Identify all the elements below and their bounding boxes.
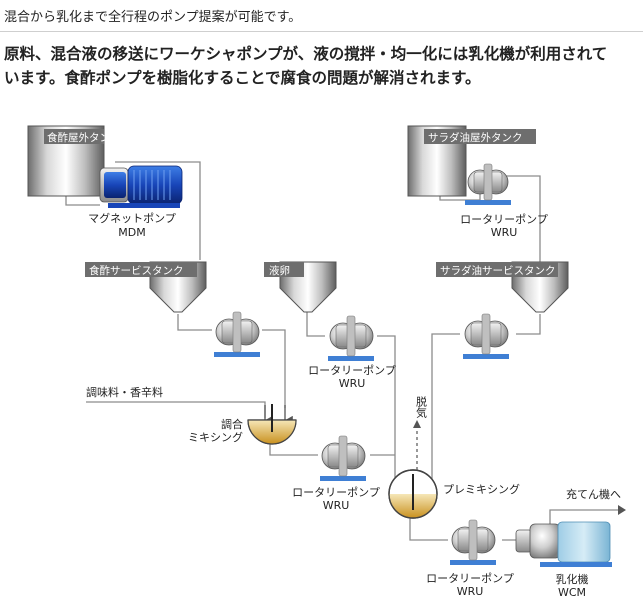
rotary-pump-egg: ロータリーポンプ WRU — [308, 315, 396, 390]
pipe — [516, 314, 541, 335]
label-mixing-1: 調合 — [221, 417, 243, 431]
pipe — [306, 312, 325, 337]
pipe — [115, 161, 201, 260]
rotary-pump-top-right: ロータリーポンプ WRU — [460, 163, 548, 239]
label-salad-oil-service: サラダ油サービスタンク — [440, 264, 556, 277]
label-emulsifier-model: WCM — [558, 586, 586, 599]
label-emulsifier: 乳化機 — [556, 572, 589, 586]
label-rotary-lower: ロータリーポンプ — [292, 486, 380, 499]
pipe — [497, 175, 541, 262]
label-salad-oil-outdoor: サラダ油屋外タンク — [428, 131, 523, 144]
tank-vinegar-outdoor: 食酢屋外タンク — [27, 125, 121, 197]
tank-vinegar-service: 食酢サービスタンク — [85, 261, 207, 313]
pipe — [262, 329, 286, 408]
pipe — [377, 335, 396, 480]
page-heading: 原料、混合液の移送にワーケシャポンプが、液の撹拌・均一化には乳化機が利用されて … — [4, 42, 634, 90]
pipes — [65, 161, 618, 541]
label-mixing-2: ミキシング — [188, 430, 243, 444]
label-rotary-bottom-model: WRU — [457, 585, 484, 598]
tank-salad-oil-outdoor: サラダ油屋外タンク — [407, 125, 536, 197]
heading-line-1: 原料、混合液の移送にワーケシャポンプが、液の撹拌・均一化には乳化機が利用されて — [4, 45, 608, 63]
label-rotary-middle-model: WRU — [339, 377, 366, 390]
pipe — [177, 314, 212, 331]
rotary-pump-salad-oil — [463, 313, 509, 359]
mixing-vessel: 調合 ミキシング — [188, 404, 297, 445]
page-caption: 混合から乳化まで全行程のポンプ提案が可能です。 — [4, 10, 302, 25]
label-magnet-pump-model: MDM — [118, 226, 145, 239]
label-egg-yolk: 液卵 — [269, 264, 290, 277]
pipe — [431, 333, 460, 480]
label-to-filling: 充てん機へ — [566, 487, 621, 501]
label-rotary-top-right-model: WRU — [491, 226, 518, 239]
label-rotary-lower-model: WRU — [323, 499, 350, 512]
label-vinegar-outdoor: 食酢屋外タンク — [47, 131, 121, 144]
pipe — [65, 196, 100, 206]
tank-salad-oil-service: サラダ油サービスタンク — [436, 261, 569, 313]
label-seasoning: 調味料・香辛料 — [86, 385, 163, 399]
rotary-pump-lower: ロータリーポンプ WRU — [292, 435, 380, 512]
label-vinegar-service: 食酢サービスタンク — [89, 264, 184, 277]
pipe — [269, 444, 318, 456]
label-deaeration: 脱気 — [415, 395, 428, 419]
rotary-pump-bottom: ロータリーポンプ WRU — [426, 519, 514, 598]
label-deaeration-text: 脱気 — [415, 395, 428, 419]
rotary-pump-vinegar — [214, 311, 260, 357]
filling-arrow — [618, 505, 626, 515]
divider — [0, 31, 643, 32]
premixing-vessel: プレミキシング — [388, 469, 520, 519]
label-magnet-pump: マグネットポンプ — [88, 211, 176, 225]
pipe — [549, 509, 618, 525]
label-rotary-top-right: ロータリーポンプ — [460, 213, 548, 226]
label-rotary-middle: ロータリーポンプ — [308, 364, 396, 377]
label-rotary-bottom: ロータリーポンプ — [426, 572, 514, 585]
emulsifier: 乳化機 WCM — [515, 521, 612, 599]
label-premixing: プレミキシング — [443, 482, 520, 496]
deaeration-arrow — [413, 420, 421, 428]
pipe — [86, 401, 266, 418]
tank-egg-yolk: 液卵 — [264, 261, 337, 313]
pipe — [409, 518, 448, 541]
magnet-pump: マグネットポンプ MDM — [88, 165, 183, 239]
heading-line-2: います。食酢ポンプを樹脂化することで腐食の問題が解消されます。 — [4, 69, 481, 87]
